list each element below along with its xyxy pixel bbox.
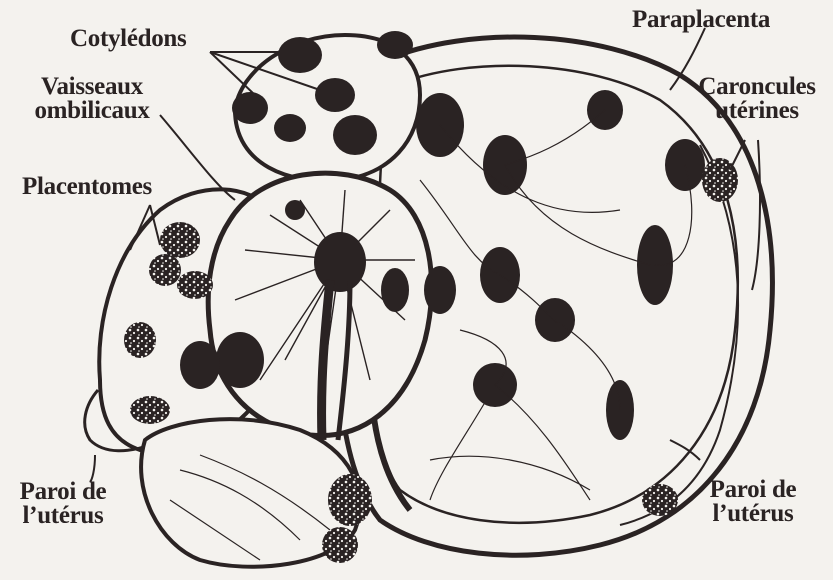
label-caroncules-uterines: Caroncules utérines: [683, 75, 831, 123]
label-paroi-left-line1: Paroi de: [8, 480, 118, 504]
label-paroi-left-line2: l’utérus: [8, 504, 118, 528]
label-vaisseaux-ombilicaux: Vaisseaux ombilicaux: [22, 75, 162, 123]
label-placentomes: Placentomes: [22, 175, 152, 199]
label-vaisseaux-line2: ombilicaux: [22, 99, 162, 123]
label-paroi-uterus-left: Paroi de l’utérus: [8, 480, 118, 528]
label-paroi-right-line1: Paroi de: [698, 478, 808, 502]
label-paraplacenta: Paraplacenta: [632, 8, 770, 32]
label-caroncules-line2: utérines: [683, 99, 831, 123]
label-caroncules-line1: Caroncules: [683, 75, 831, 99]
label-vaisseaux-line1: Vaisseaux: [22, 75, 162, 99]
label-paroi-right-line2: l’utérus: [698, 502, 808, 526]
label-paroi-uterus-right: Paroi de l’utérus: [698, 478, 808, 526]
label-cotyledons: Cotylédons: [70, 27, 186, 51]
